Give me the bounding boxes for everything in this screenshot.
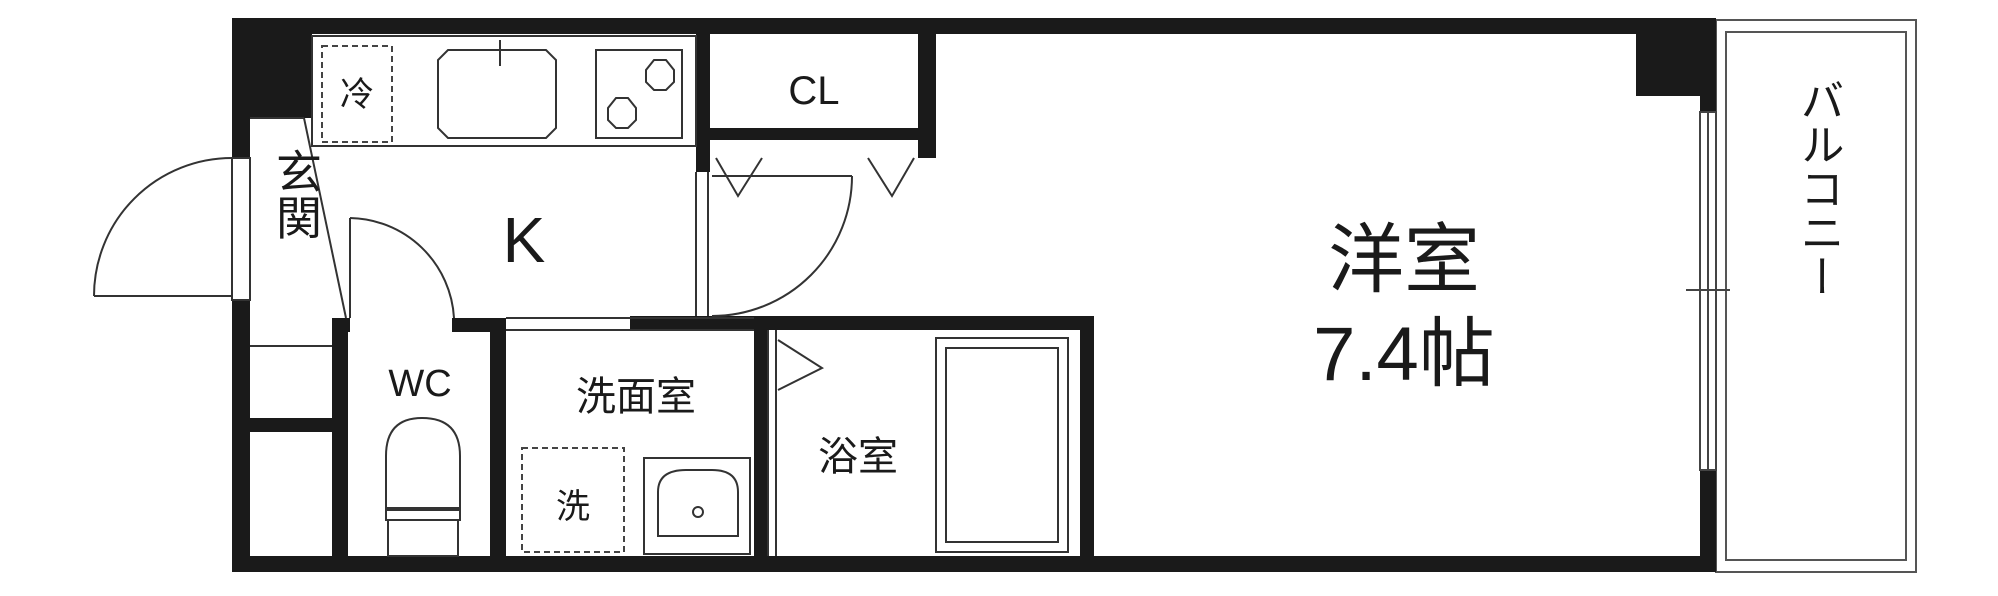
entrance-inner-door bbox=[349, 217, 455, 319]
room-door bbox=[711, 175, 853, 317]
stove bbox=[595, 49, 683, 139]
western-room-name: 洋室 bbox=[1328, 218, 1480, 303]
entrance-label: 玄関 bbox=[270, 148, 322, 240]
closet-doors bbox=[715, 157, 915, 198]
bathroom-label: 浴室 bbox=[818, 435, 898, 479]
balcony-label: バルコニー bbox=[1794, 78, 1843, 298]
kitchen-sink bbox=[437, 40, 557, 139]
thin-lines bbox=[250, 35, 777, 556]
wash-basin bbox=[643, 457, 751, 555]
entrance-door bbox=[93, 157, 251, 301]
balcony-window bbox=[1686, 111, 1730, 471]
kitchen-label: K bbox=[503, 204, 546, 276]
bath-door-mark bbox=[777, 339, 825, 391]
toilet bbox=[385, 416, 461, 557]
closet-label: CL bbox=[788, 69, 839, 113]
outer-walls bbox=[232, 18, 1716, 572]
western-room-size: 7.4帖 bbox=[1313, 312, 1495, 397]
bathtub bbox=[935, 337, 1069, 553]
washing-machine-label: 洗 bbox=[556, 488, 590, 526]
refrigerator-label: 冷 bbox=[340, 76, 374, 114]
washroom-label: 洗面室 bbox=[576, 375, 696, 419]
interior-walls bbox=[250, 34, 1094, 572]
washing-machine-space: 洗 bbox=[521, 447, 625, 553]
refrigerator-space: 冷 bbox=[321, 45, 393, 143]
toilet-label: WC bbox=[388, 363, 451, 405]
